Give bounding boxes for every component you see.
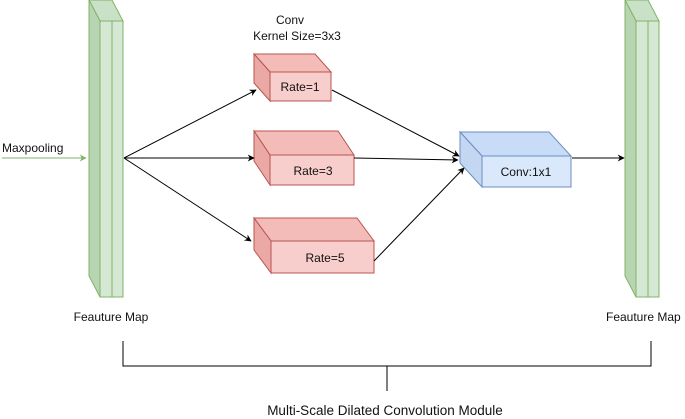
right-feature-map xyxy=(624,0,660,298)
merge-conv-label: Conv:1x1 xyxy=(501,165,552,179)
conv-block-rate-3: Rate=3 xyxy=(253,129,355,187)
merge-conv-block: Conv:1x1 xyxy=(458,130,573,189)
conv-block-rate-1: Rate=1 xyxy=(252,52,333,103)
right-feature-map-label: Feauture Map xyxy=(606,310,681,324)
conv-header-title: Conv xyxy=(276,13,304,27)
module-bracket xyxy=(122,341,652,391)
left-feature-map-label: Feauture Map xyxy=(74,310,149,324)
conv-block-label: Rate=1 xyxy=(280,80,319,94)
arrow-to-rate-5 xyxy=(123,157,252,242)
conv-block-rate-5: Rate=5 xyxy=(253,216,375,275)
arrow-to-rate-1 xyxy=(123,89,257,159)
conv-block-label: Rate=3 xyxy=(293,164,332,178)
conv-block-label: Rate=5 xyxy=(305,251,344,265)
arrow-rate-1-to-merge xyxy=(331,89,460,157)
module-title: Multi-Scale Dilated Convolution Module xyxy=(267,403,503,418)
left-feature-map xyxy=(88,0,124,298)
input-label: Maxpooling xyxy=(2,141,63,155)
arrow-rate-5-to-merge xyxy=(373,167,465,262)
arrow-rate-3-to-merge xyxy=(353,156,459,164)
conv-header-kernel: Kernel Size=3x3 xyxy=(253,29,341,43)
